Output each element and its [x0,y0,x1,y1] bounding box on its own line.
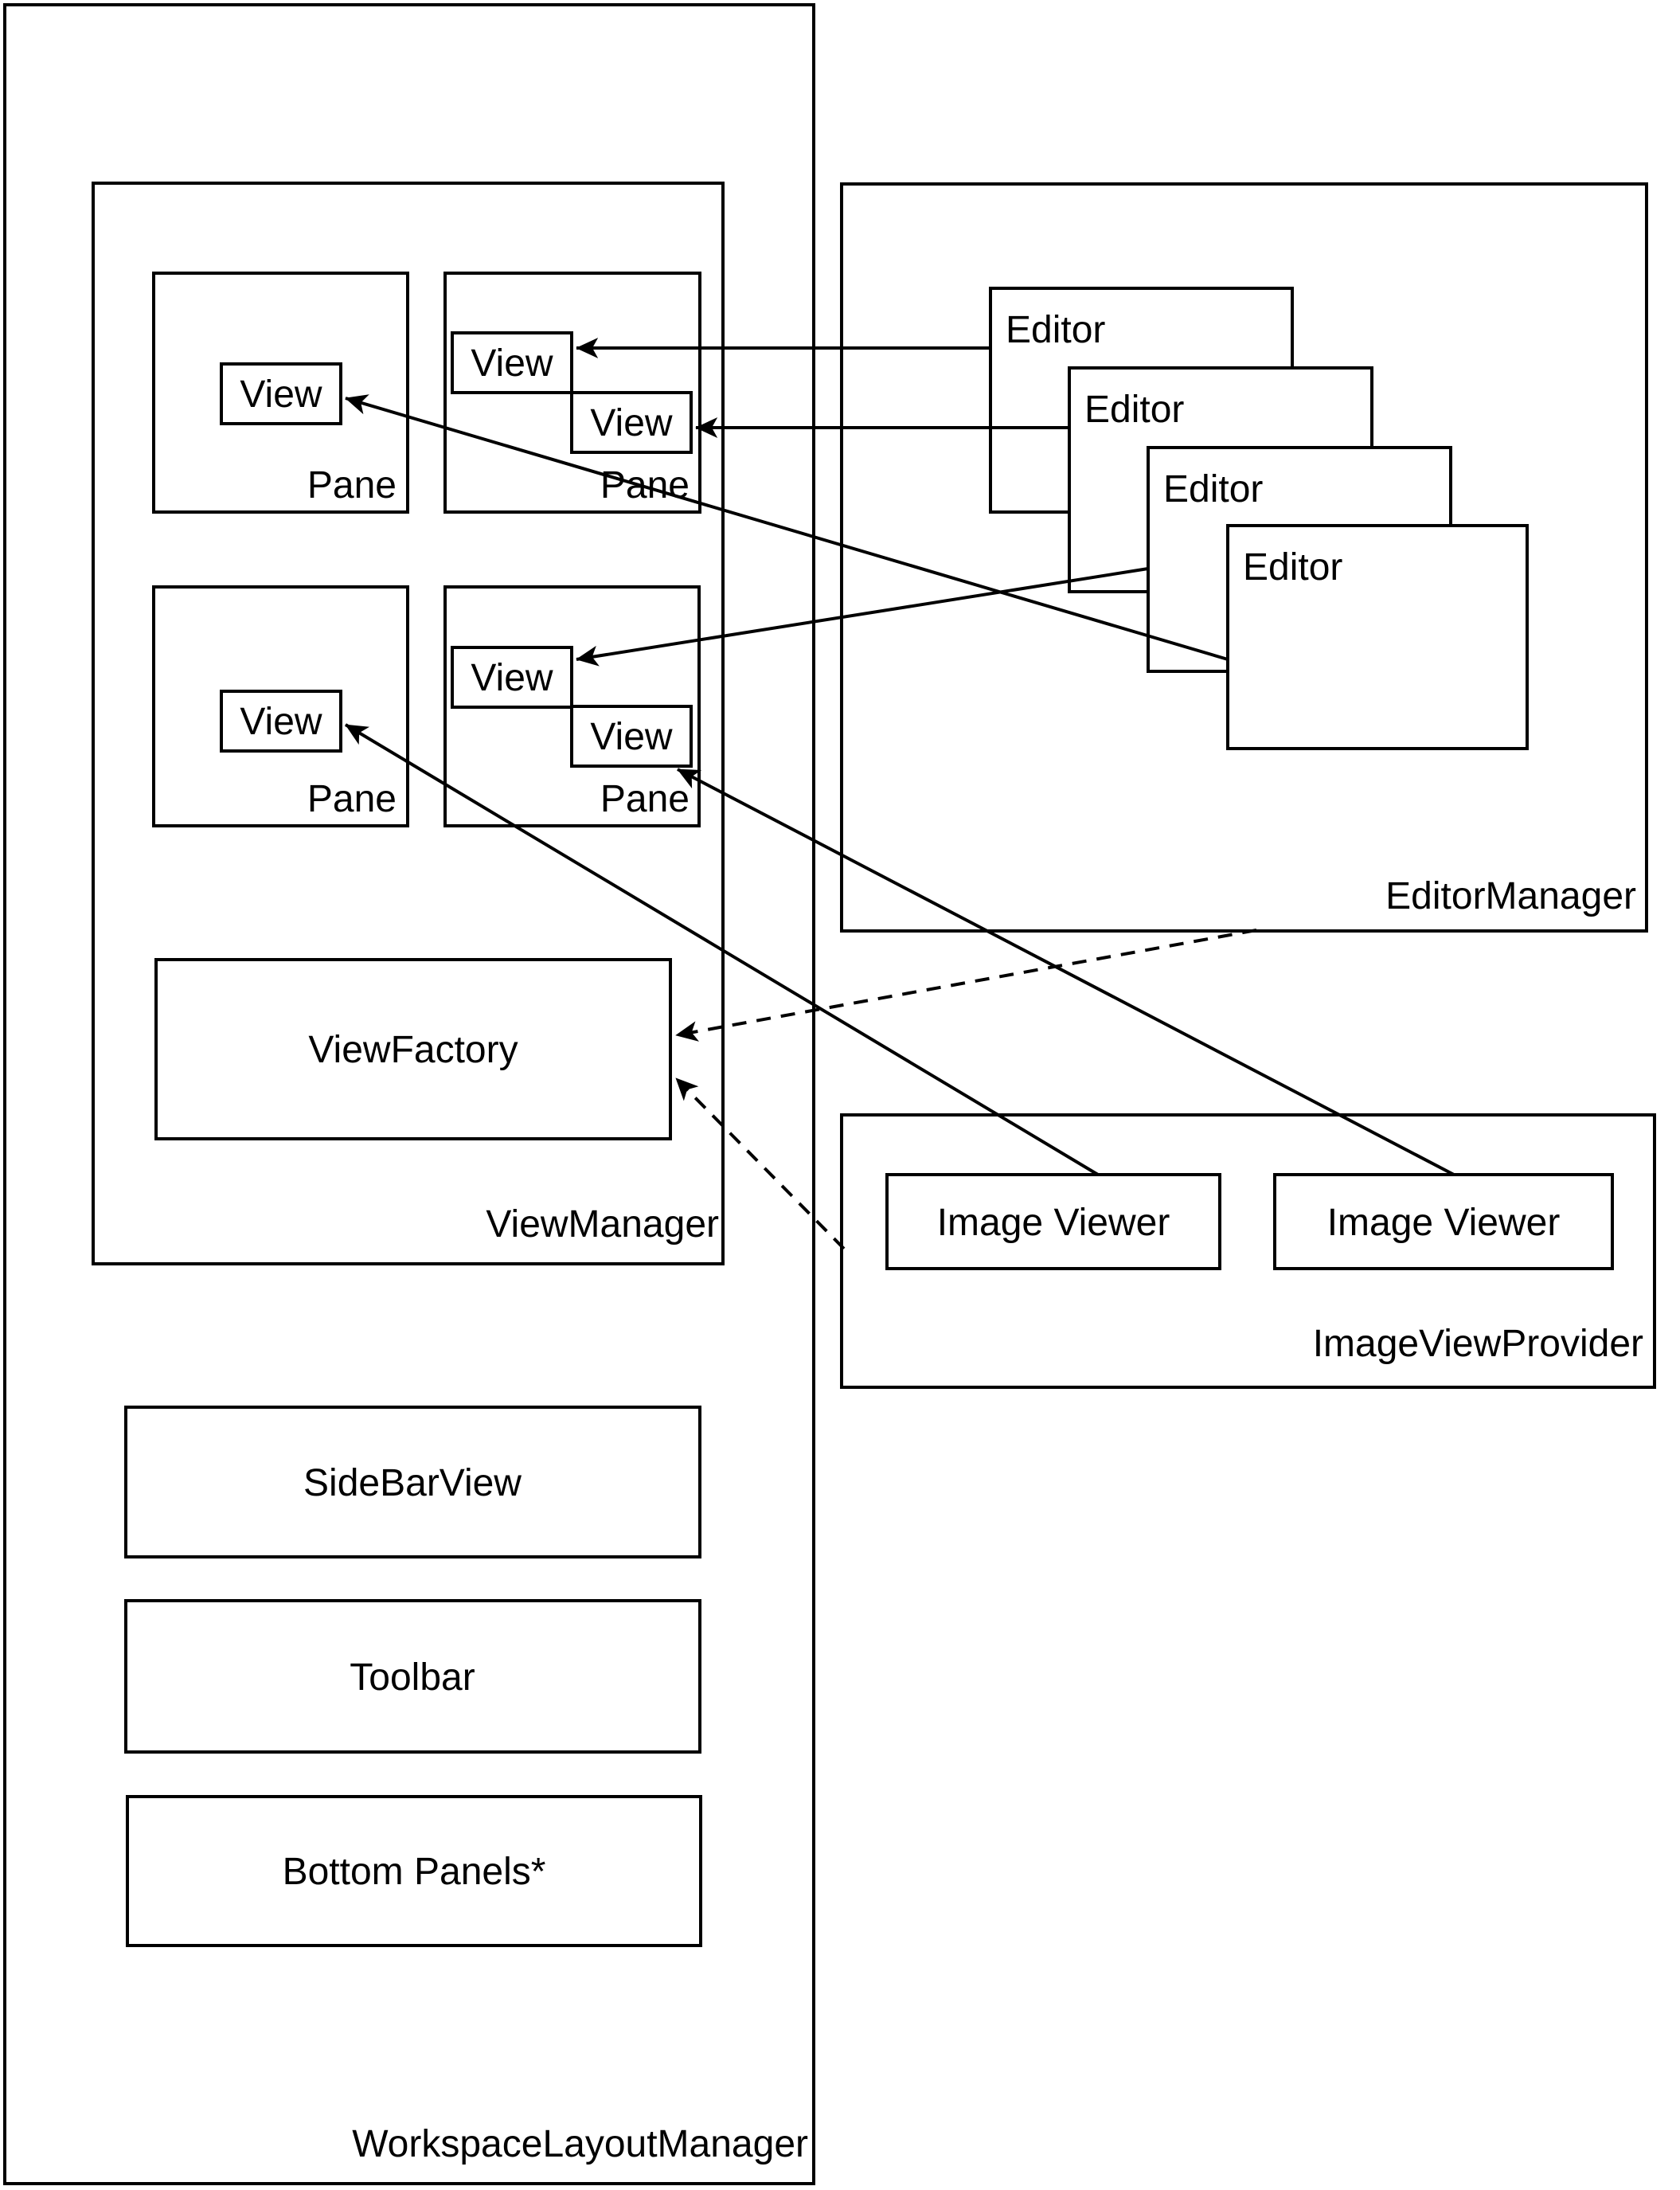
bottom-panels-box [126,1795,702,1947]
pane-4-view-2-box [570,705,693,768]
workspace-layout-manager-label: WorkspaceLayoutManager [352,2123,808,2165]
pane-3-view-box [220,690,342,753]
arrow-image-viewer-1-to-view [344,723,1100,1176]
editor-1-label: Editor [1006,309,1105,351]
pane-2-view-2-label: View [590,402,673,444]
pane-1-label: Pane [307,464,397,506]
image-viewer-2-label: Image Viewer [1327,1202,1561,1244]
pane-3-label: Pane [307,778,397,820]
image-viewer-1-label: Image Viewer [937,1202,1170,1244]
pane-2-view-2-box [570,391,693,454]
pane-4-view-1-box [451,646,573,709]
arrow-editor-4-to-view [345,394,1229,661]
editor-4-label: Editor [1243,546,1342,589]
pane-1-view-box [220,362,342,425]
pane-2-view-1-box [451,331,573,394]
editor-2-label: Editor [1084,389,1184,431]
arrow-editor-3-to-view [576,567,1149,667]
pane-4-view-1-label: View [471,657,553,699]
toolbar-label: Toolbar [350,1656,475,1699]
toolbar-box [124,1599,701,1754]
view-manager-label: ViewManager [486,1203,719,1246]
pane-4-view-2-label: View [590,716,673,758]
side-bar-view-box [124,1406,701,1558]
pane-4-label: Pane [600,778,690,820]
editor-manager-label: EditorManager [1385,875,1636,917]
view-factory-label: ViewFactory [308,1029,518,1071]
image-viewer-1-box [885,1173,1221,1270]
editor-4-box [1226,524,1529,750]
image-view-provider-label: ImageViewProvider [1313,1323,1643,1365]
view-factory-box [154,958,672,1140]
pane-2-view-1-label: View [471,342,553,385]
pane-3-view-label: View [240,701,322,743]
editor-3-label: Editor [1163,468,1263,510]
side-bar-view-label: SideBarView [303,1462,522,1504]
pane-1-view-label: View [240,373,322,416]
bottom-panels-label: Bottom Panels* [283,1851,546,1893]
image-viewer-2-box [1273,1173,1614,1270]
arrow-image-viewer-2-to-view [677,768,1455,1176]
pane-2-label: Pane [600,464,690,506]
dashed-arrow-image-view-provider-to-view-factory [674,1077,846,1250]
